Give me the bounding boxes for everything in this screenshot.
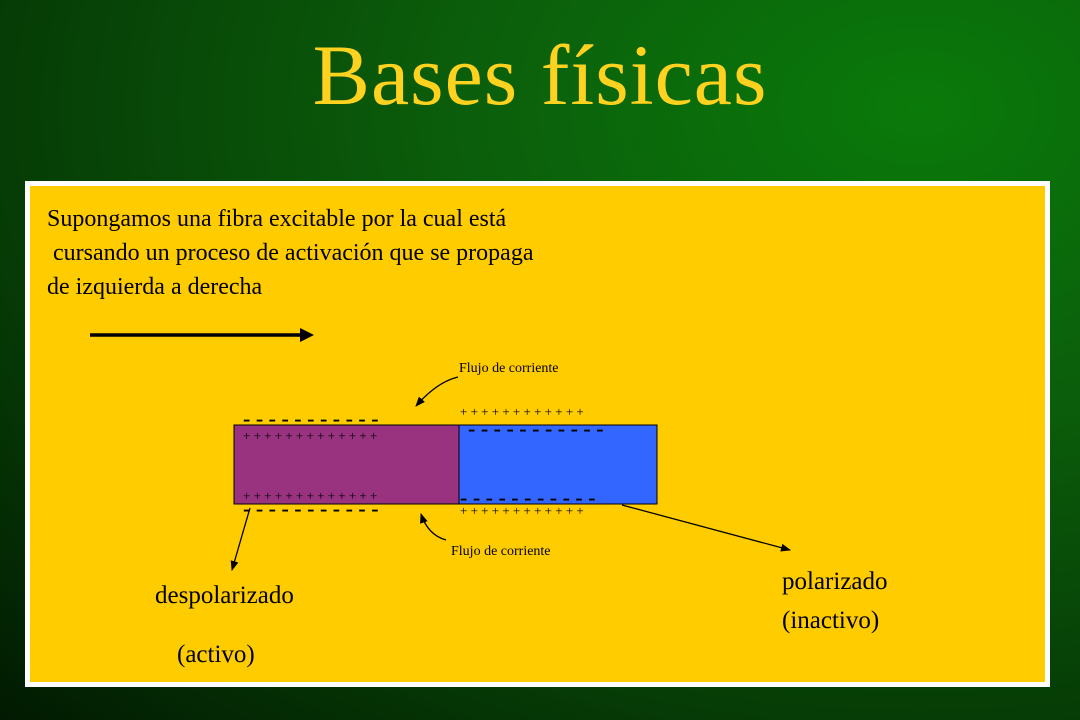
inactive-label: (inactivo)	[782, 607, 879, 634]
intro-text: Supongamos una fibra excitable por la cu…	[47, 202, 747, 304]
polarized-label: polarizado	[782, 568, 888, 595]
left-top-outer-charges: - - - - - - - - - - -	[243, 406, 379, 431]
right-top-inner-charges: - - - - - - - - - - -	[468, 416, 604, 441]
flow-top-label: Flujo de corriente	[459, 361, 559, 376]
intro-line-2: cursando un proceso de activación que se…	[47, 240, 534, 266]
polarized-pointer	[621, 504, 791, 552]
right-bottom-outer-charges: + + + + + + + + + + + +	[460, 503, 584, 518]
active-segment	[233, 424, 460, 505]
flow-bottom-arrow	[420, 513, 447, 541]
flow-bottom-label: Flujo de corriente	[451, 544, 551, 559]
propagation-arrow	[90, 328, 314, 342]
right-top-outer-charges: + + + + + + + + + + + +	[460, 404, 584, 419]
inactive-segment	[458, 424, 658, 505]
intro-line-3: de izquierda a derecha	[47, 274, 263, 300]
intro-line-1: Supongamos una fibra excitable por la cu…	[47, 206, 507, 232]
depolarized-label: despolarizado	[155, 582, 294, 609]
flow-top-arrow	[415, 376, 459, 407]
active-label: (activo)	[177, 641, 255, 668]
left-bottom-outer-charges: - - - - - - - - - - -	[243, 496, 379, 521]
left-top-inner-charges: + + + + + + + + + + + + +	[243, 428, 377, 443]
depolarized-pointer	[230, 507, 251, 571]
slide-title: Bases físicas	[312, 27, 768, 123]
right-bottom-inner-charges: - - - - - - - - - - -	[460, 485, 596, 510]
left-bottom-inner-charges: + + + + + + + + + + + + +	[243, 488, 377, 503]
